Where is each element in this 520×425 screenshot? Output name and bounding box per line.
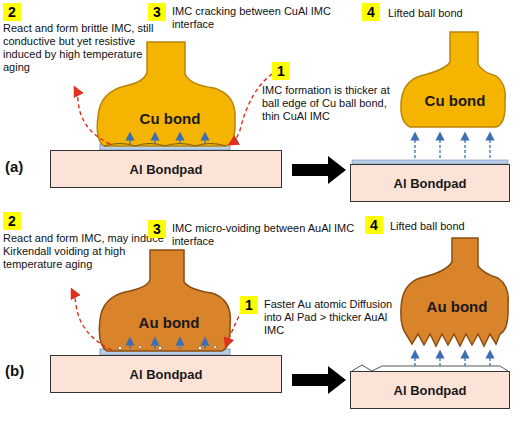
imc-interface: [104, 144, 226, 147]
callout-number: 1: [272, 62, 290, 80]
callout-number: 2: [3, 212, 21, 230]
node-text: Au bond: [139, 314, 200, 331]
callout-number: 3: [148, 3, 166, 21]
note-text: Lifted ball bond: [390, 220, 516, 233]
note-text: IMC cracking between CuAl IMC interface: [172, 5, 360, 31]
note-text: React and form brittle IMC, still conduc…: [3, 22, 165, 74]
bond-ball-label: Au bond: [410, 288, 504, 324]
bondpad: Al Bondpad: [50, 150, 282, 188]
note-text: Faster Au atomic Diffusion into Al Pad >…: [264, 298, 394, 337]
note-text: IMC micro-voiding between AuAl IMC inter…: [172, 222, 360, 248]
bond-ball-label: Cu bond: [408, 82, 502, 118]
callout-number: 4: [362, 3, 380, 21]
leader-arrow: [75, 88, 110, 144]
node-text: Au bond: [427, 298, 488, 315]
node-text: Cu bond: [425, 92, 486, 109]
bond-ball-label: Au bond: [112, 302, 226, 342]
bondpad: Al Bondpad: [50, 355, 282, 393]
lifted-cu-ball: [401, 32, 505, 127]
bond-ball-label: Cu bond: [112, 98, 228, 138]
panel-label: (a): [5, 158, 23, 176]
panel-label: (b): [5, 362, 24, 380]
note-text: Lifted ball bond: [388, 7, 516, 20]
callout-number: 4: [365, 216, 383, 234]
transition-arrow: [292, 156, 346, 184]
au-ball-bond: [99, 250, 230, 351]
callout-number: 2: [3, 3, 21, 21]
callout-number: 3: [148, 220, 166, 238]
bondpad: Al Bondpad: [350, 164, 510, 202]
node-text: Al Bondpad: [394, 176, 467, 191]
lifted-au-ball: [401, 238, 508, 346]
bondpad: Al Bondpad: [350, 371, 510, 409]
node-text: Al Bondpad: [130, 367, 203, 382]
node-text: Al Bondpad: [394, 383, 467, 398]
callout-number: 1: [240, 296, 258, 314]
note-text: IMC formation is thicker at ball edge of…: [262, 84, 394, 123]
note-text: React and form IMC, may induce Kirkendal…: [3, 232, 168, 271]
node-text: Al Bondpad: [130, 162, 203, 177]
node-text: Cu bond: [140, 110, 201, 127]
